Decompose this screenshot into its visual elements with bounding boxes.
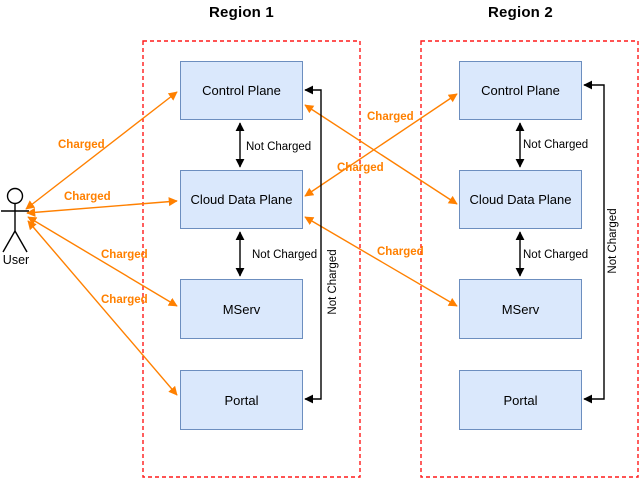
node-region2-mserv: MServ [459, 279, 582, 339]
node-region1-portal: Portal [180, 370, 303, 430]
not-charged-vertical-arrows [235, 122, 525, 277]
node-region2-cloud-data-plane: Cloud Data Plane [459, 170, 582, 229]
edge-label-charged-r1cp-r2cdp: Charged [337, 162, 384, 174]
edge-label-charged-user-cdp: Charged [64, 191, 111, 203]
charged-arrows-user-to-region1 [25, 91, 178, 396]
edge-label-charged-user-cp: Charged [58, 139, 105, 151]
node-region1-cloud-data-plane: Cloud Data Plane [180, 170, 303, 229]
user-actor-icon [1, 187, 29, 253]
node-region1-mserv: MServ [180, 279, 303, 339]
edge-label-notcharged-r1-cp-cdp: Not Charged [246, 141, 312, 153]
edge-label-charged-user-portal: Charged [101, 294, 148, 306]
edge-label-notcharged-r2-cp-cdp: Not Charged [523, 139, 589, 151]
edge-label-notcharged-r2-cdp-mserv: Not Charged [523, 249, 589, 261]
edge-label-notcharged-r2-cp-portal: Not Charged [607, 208, 619, 274]
node-region1-control-plane: Control Plane [180, 61, 303, 120]
edge-label-notcharged-r1-cp-portal: Not Charged [327, 249, 339, 315]
region-1-title: Region 1 [209, 4, 274, 21]
user-actor-label: User [2, 253, 30, 267]
edge-label-charged-r1cdp-r2cp: Charged [367, 111, 414, 123]
edge-label-charged-r1cdp-r2mserv: Charged [377, 246, 424, 258]
node-region2-portal: Portal [459, 370, 582, 430]
not-charged-bent-arrows [304, 80, 605, 404]
charged-arrows-cross-region [304, 93, 458, 307]
node-region2-control-plane: Control Plane [459, 61, 582, 120]
edge-label-notcharged-r1-cdp-mserv: Not Charged [252, 249, 318, 261]
region-2-title: Region 2 [488, 4, 553, 21]
edge-label-charged-user-mserv: Charged [101, 249, 148, 261]
